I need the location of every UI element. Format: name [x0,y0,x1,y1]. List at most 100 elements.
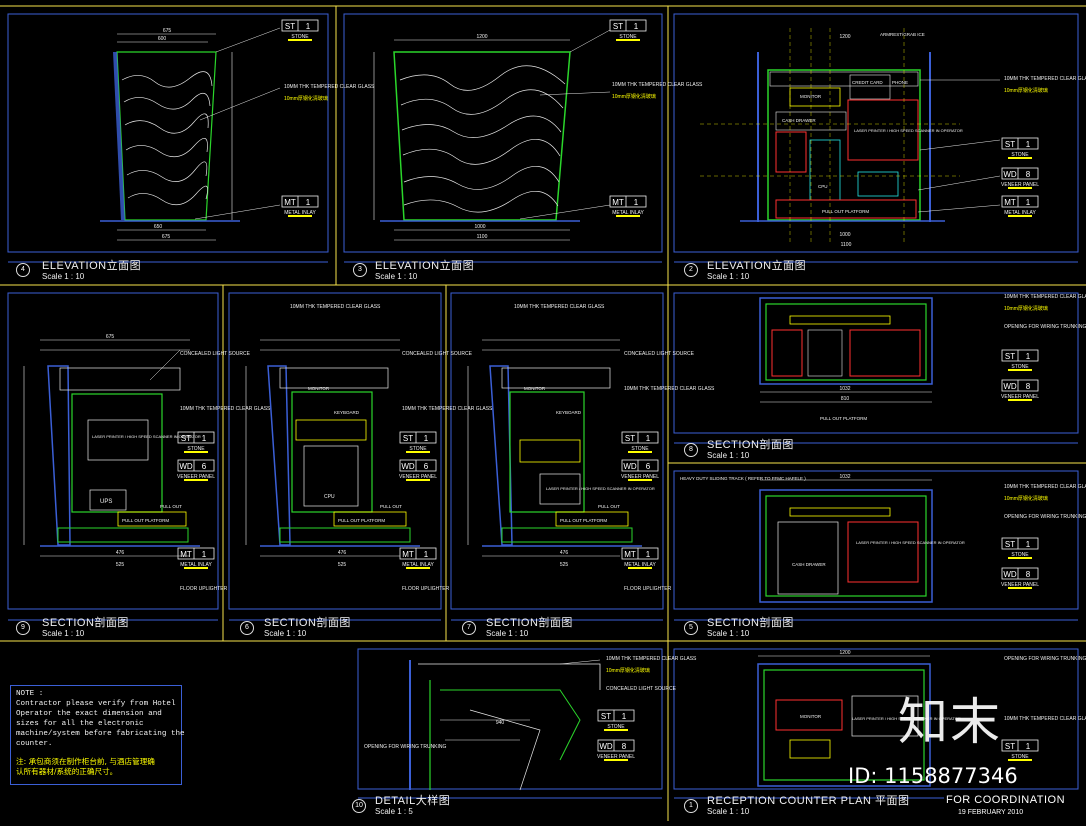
scale-section-8: Scale 1 : 10 [707,451,750,460]
dimension-label: 1200 [476,34,487,40]
tag-underline [1008,157,1032,159]
tag-number: 8 [1026,382,1031,391]
tag-code: ST [1005,140,1015,149]
tag-material: STONE [1011,364,1029,370]
note-heading: NOTE : [16,690,44,698]
tag-number: 8 [1026,570,1031,579]
glass-callout: 10MM THK TEMPERED CLEAR GLASS [290,304,381,310]
floor-light-callout: FLOOR UPLIGHTER [402,586,450,592]
tag-underline [628,567,652,569]
floor-light-callout: FLOOR UPLIGHTER [180,586,228,592]
monitor-label: MONITOR [524,386,546,391]
note-line: sizes for all the electronic [16,720,144,728]
section-9-drawing [23,339,200,557]
scale-detail-10: Scale 1 : 5 [375,807,413,816]
tag-box [1001,195,1039,208]
tag-material: STONE [607,724,625,730]
tag-box [597,739,635,752]
elevation-3-drawing [373,29,611,241]
dimension-label: 1000 [839,232,850,238]
glass-callout-cn: 10mm厚钢化清玻璃 [1004,87,1048,94]
pull-out-label: PULL OUT PLATFORM [122,518,169,523]
wiring-callout: OPENING FOR WIRING TRUNKING [364,744,447,750]
title-bars [8,261,1078,799]
dimension-label: 650 [154,224,163,230]
note-line: Contractor please verify from Hotel [16,700,176,708]
scale-elevation-4: Scale 1 : 10 [42,272,85,281]
armrest-callout: ARMREST/GRAB ICE [880,32,925,37]
dimension-label: 1200 [839,650,850,656]
watermark-id: ID: 1158877346 [848,764,1018,788]
tag-number: 1 [646,434,651,443]
tag-material: VENEER PANEL [399,474,437,480]
glass-callout: 10MM THK TEMPERED CLEAR GLASS [606,656,697,662]
tag-code: WD [1003,170,1017,179]
tag-code: MT [284,198,296,207]
tag-material: STONE [631,446,649,452]
tag-material: METAL INLAY [612,210,644,216]
tag-code: MT [612,198,624,207]
tag-material: METAL INLAY [180,562,212,568]
glass-callout: 10MM THK TEMPERED CLEAR GLASS [402,406,493,412]
tag-code: ST [1005,540,1015,549]
tag-number: 8 [622,742,627,751]
tag-number: 1 [306,22,311,31]
tag-underline [1008,369,1032,371]
drawing-labels: 10MM THK TEMPERED CLEAR GLASS 10mm厚钢化清玻璃 1… [92,28,1086,750]
tag-box [597,709,635,722]
bubble-8: 8 [684,443,698,457]
tag-box [609,19,647,32]
tag-underline [1008,399,1032,401]
scale-plan-1: Scale 1 : 10 [707,807,750,816]
tag-code: WD [179,462,193,471]
tag-code: ST [601,712,611,721]
tag-number: 1 [306,198,311,207]
scale-elevation-2: Scale 1 : 10 [707,272,750,281]
monitor-label: MONITOR [800,714,822,719]
note-line: Operator the exact dimension and [16,710,162,718]
tag-box [399,431,437,444]
coordination-date: 19 FEBRUARY 2010 [958,809,1024,816]
contractor-note: NOTE : Contractor please verify from Hot… [10,685,185,785]
tag-code: ST [613,22,623,31]
note-cn-line: 认所有器材/系统的正确尺寸。 [16,767,118,776]
tag-code: MT [624,550,636,559]
tag-underline [1008,557,1032,559]
bubble-3: 3 [353,263,367,277]
tag-material: METAL INLAY [402,562,434,568]
keyboard-label: KEYBOARD [334,410,360,415]
dimension-label: 476 [338,550,347,556]
tag-material: STONE [409,446,427,452]
tag-material: STONE [1011,552,1029,558]
tag-number: 1 [1026,540,1031,549]
tag-number: 1 [1026,198,1031,207]
tag-code: ST [1005,352,1015,361]
printer-label: LASER PRINTER / HIGH SPEED SCANNER IN OP… [546,486,655,491]
tag-code: WD [599,742,613,751]
dimension-label: 940 [496,720,505,726]
tag-underline [616,215,640,217]
tag-box [1001,537,1039,550]
scale-elevation-3: Scale 1 : 10 [375,272,418,281]
title-section-7: SECTION剖面图 [486,617,573,629]
coordination-stamp: FOR COORDINATION [946,794,1066,806]
scale-section-9: Scale 1 : 10 [42,629,85,638]
tag-material: STONE [291,34,309,40]
bubble-9: 9 [16,621,30,635]
tag-box [177,547,215,560]
scale-section-6: Scale 1 : 10 [264,629,307,638]
section-8-drawing [759,297,933,403]
tag-box [399,459,437,472]
tag-code: ST [181,434,191,443]
tag-box [621,459,659,472]
tag-code: WD [401,462,415,471]
dimension-label: 1000 [474,224,485,230]
